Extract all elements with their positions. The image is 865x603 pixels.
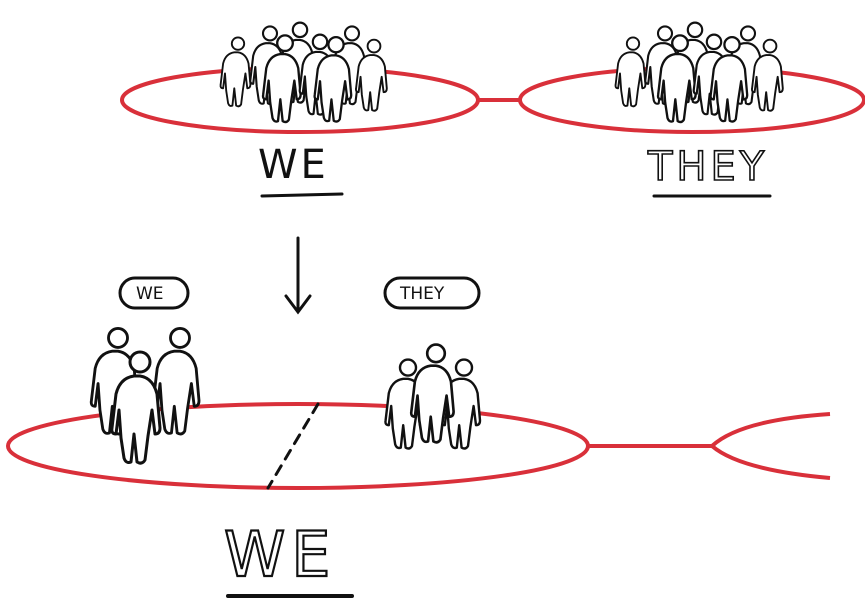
down-arrow-icon [284,236,312,315]
partial-ring-right [708,412,831,480]
top-left-crowd [219,21,388,124]
top-right-ring-group [518,21,865,134]
bubble-they-label: THEY [399,284,445,304]
underline-we-top [260,192,344,198]
top-left-ring-group [120,21,480,134]
bottom-ring-group [6,326,590,490]
bubble-we-label: WE [136,284,164,304]
bubble-they: THEY [383,276,481,310]
label-we-bottom: WE [224,518,336,591]
bottom-ring [6,402,590,490]
bottom-left-people [89,326,201,465]
top-right-crowd [614,21,784,124]
bottom-right-people [384,343,482,450]
label-we-top: WE [258,142,329,188]
dashed-divider [266,402,320,490]
bubble-we: WE [118,276,190,310]
label-they-top: THEY [647,144,768,190]
